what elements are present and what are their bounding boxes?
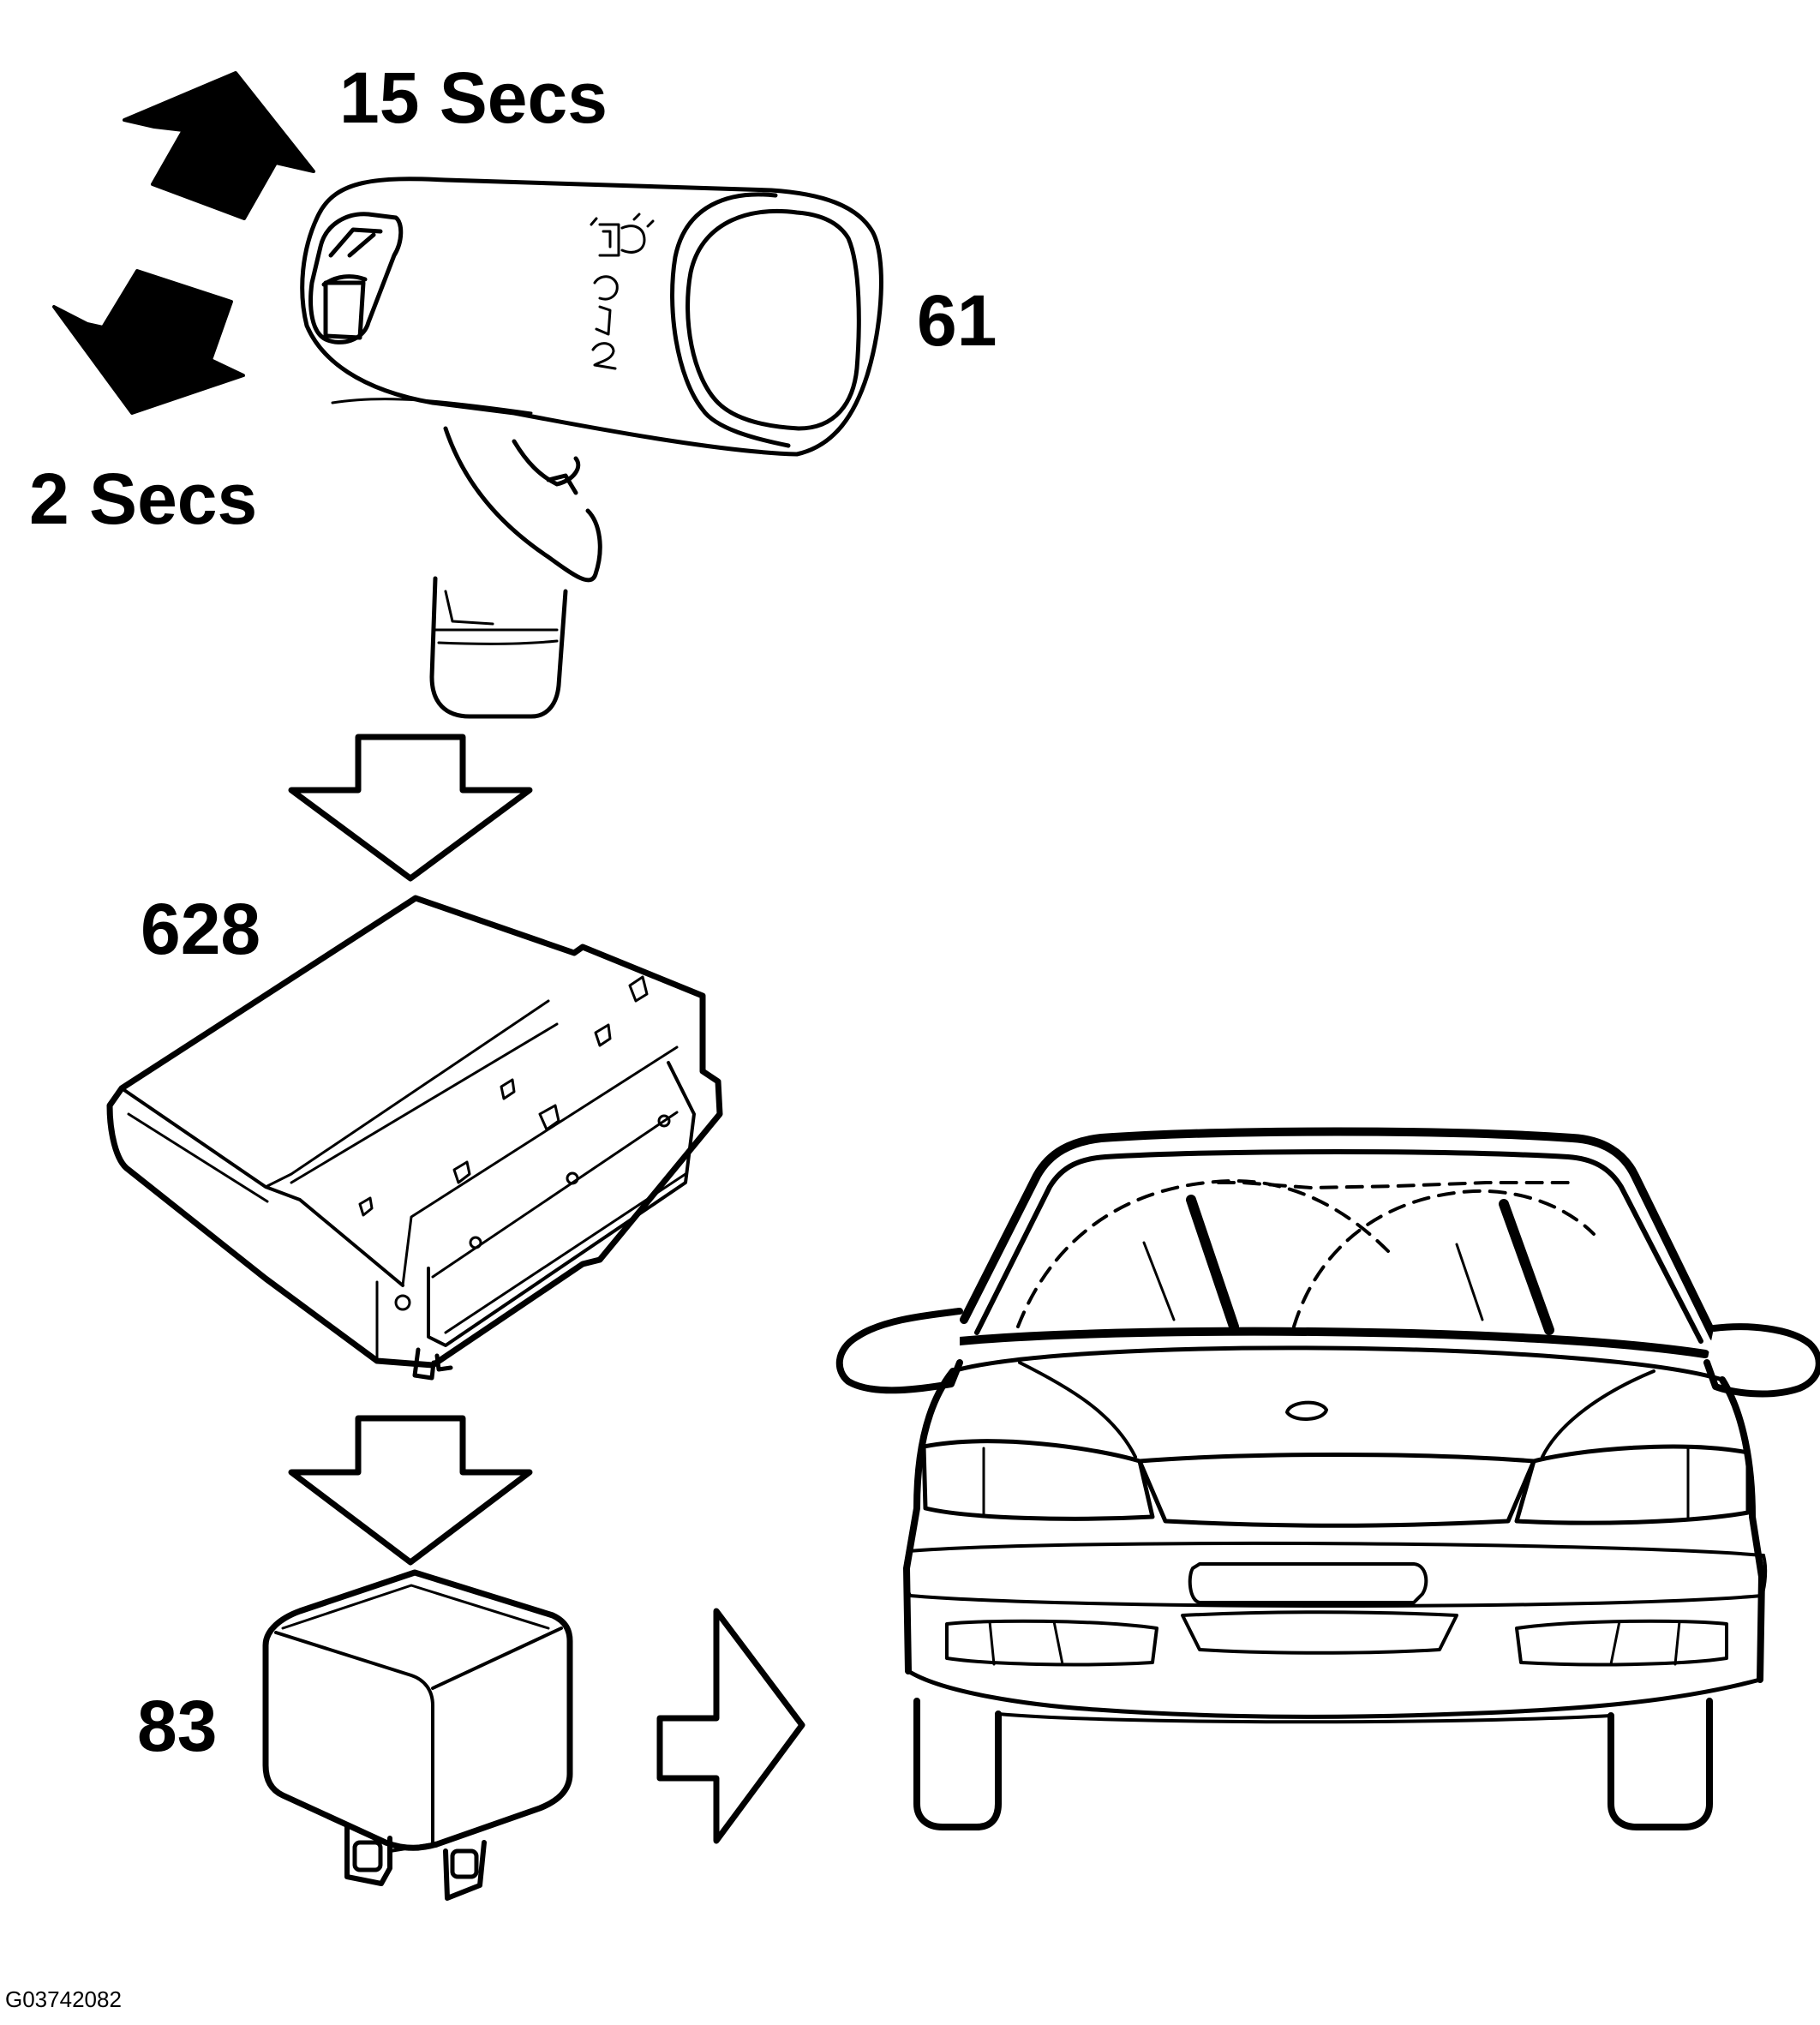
relay-83 — [262, 1569, 573, 1901]
arrow-up-icon — [123, 71, 315, 220]
stalk-position-markings — [591, 275, 619, 370]
stalk-switch-61 — [300, 177, 883, 719]
washer-icon — [590, 213, 655, 257]
car-front-view — [835, 1127, 1820, 1830]
long-press-label: 15 Secs — [339, 57, 608, 138]
hollow-arrow-down-icon — [288, 1415, 533, 1566]
figure-code: G03742082 — [5, 1986, 122, 2012]
hollow-arrow-down-icon — [288, 734, 533, 882]
hollow-arrow-right-icon — [656, 1608, 805, 1844]
stalk-switch-label: 61 — [917, 280, 997, 361]
relay-label: 83 — [137, 1686, 218, 1766]
control-module-label: 628 — [141, 889, 261, 969]
control-module-628 — [106, 895, 723, 1381]
arrow-down-icon — [52, 269, 245, 415]
short-press-label: 2 Secs — [29, 458, 258, 539]
